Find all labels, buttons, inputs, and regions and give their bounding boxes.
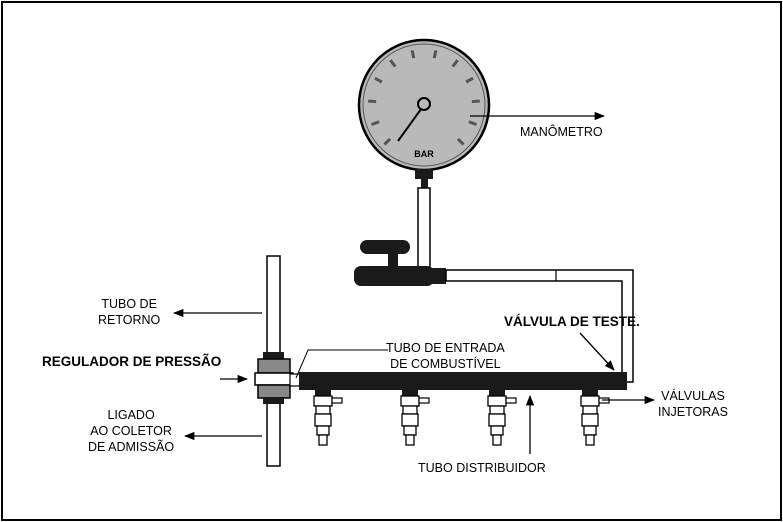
- valve-body: [354, 266, 434, 286]
- fuel-inlet-leader: [295, 349, 388, 379]
- label-return-tube: TUBO DE RETORNO: [98, 296, 160, 328]
- gauge-pipe: [417, 187, 431, 273]
- gauge-tick: [389, 59, 397, 68]
- injector-3: [487, 390, 517, 446]
- gauge-tick: [371, 120, 380, 126]
- injector-1: [313, 390, 343, 446]
- label-test-valve: VÁLVULA DE TESTE.: [504, 314, 640, 329]
- test-valve-assembly: [354, 240, 446, 286]
- valve-nut: [432, 268, 446, 284]
- gauge-tick: [368, 99, 377, 104]
- label-injector-valves-line2: INJETORAS: [658, 405, 728, 419]
- pressure-regulator: [254, 352, 294, 404]
- label-return-tube-line2: RETORNO: [98, 313, 161, 327]
- valve-handle: [360, 240, 410, 254]
- label-fuel-inlet-line2: DE COMBUSTÍVEL: [390, 357, 501, 371]
- gauge-tick: [456, 137, 465, 146]
- gauge-tick: [410, 49, 416, 59]
- gauge-tick: [432, 49, 438, 59]
- arrow-test-valve: [579, 332, 615, 371]
- injector-group: [313, 390, 610, 446]
- valve-stem: [388, 250, 398, 268]
- gauge-tick: [451, 59, 459, 68]
- label-intake-manifold-line2: AO COLETOR: [90, 424, 172, 438]
- label-intake-manifold: LIGADO AO COLETOR DE ADMISSÃO: [88, 407, 174, 455]
- gauge-hub: [417, 97, 431, 111]
- label-intake-manifold-line1: LIGADO: [107, 408, 155, 422]
- gauge-tick: [374, 76, 383, 84]
- distributor-rail: [299, 372, 627, 390]
- gauge-bezel: [362, 43, 486, 167]
- label-intake-manifold-line3: DE ADMISSÃO: [88, 440, 175, 454]
- label-manometer: MANÔMETRO: [520, 125, 603, 139]
- label-injector-valves-line1: VÁLVULAS: [661, 389, 725, 403]
- label-return-tube-line1: TUBO DE: [101, 297, 157, 311]
- gauge-tick: [468, 120, 477, 126]
- gauge-tick: [383, 137, 392, 146]
- label-fuel-inlet-tube: TUBO DE ENTRADA DE COMBUSTÍVEL: [386, 340, 505, 372]
- gauge-unit-label: BAR: [414, 149, 434, 159]
- gauge-fitting: [415, 169, 433, 179]
- injector-2: [400, 390, 430, 446]
- label-pressure-regulator: REGULADOR DE PRESSÃO: [42, 354, 222, 369]
- gauge-tick: [465, 76, 474, 84]
- label-injector-valves: VÁLVULAS INJETORAS: [658, 388, 728, 420]
- gauge-tick: [471, 99, 480, 104]
- manometer-gauge: [357, 38, 491, 188]
- gauge-ticks: [368, 49, 480, 146]
- label-fuel-inlet-line1: TUBO DE ENTRADA: [386, 341, 505, 355]
- label-distributor-tube: TUBO DISTRIBUIDOR: [418, 461, 546, 475]
- gauge-needle: [397, 104, 425, 142]
- injector-4: [580, 390, 610, 446]
- test-valve-fitting: [612, 375, 622, 387]
- gauge-neck: [421, 178, 428, 188]
